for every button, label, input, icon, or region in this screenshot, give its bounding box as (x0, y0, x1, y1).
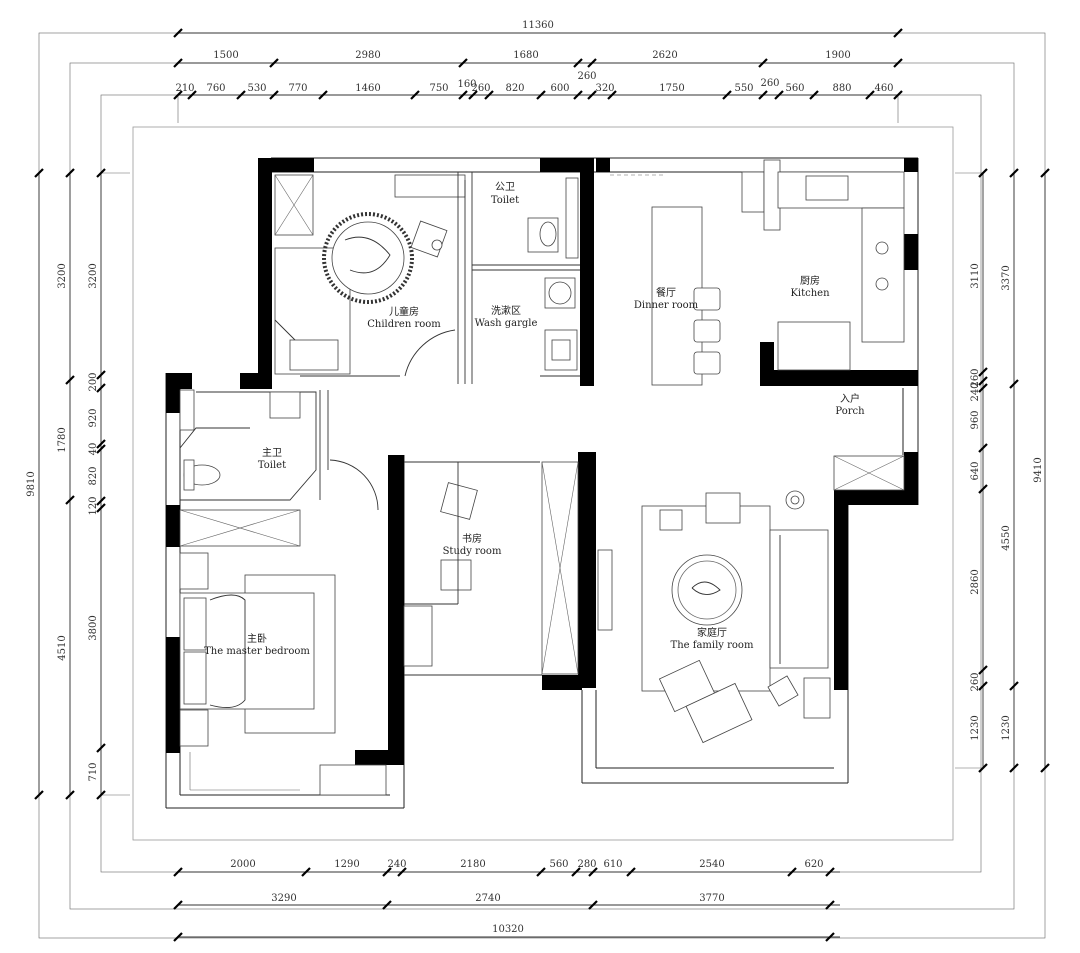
label-wash-cn: 洗漱区 (491, 305, 521, 317)
public-toilet (471, 172, 580, 384)
left-dimensions: 9810 3200 1780 4510 3200 200 920 40 820 … (26, 168, 130, 800)
master-toilet (179, 389, 329, 501)
dim-right-overall: 9410 (1033, 457, 1044, 482)
dim-bottom-1-2: 1290 (334, 859, 359, 870)
bottom-dimensions: 2000 1290 240 2180 560 280 610 2540 620 … (173, 859, 840, 942)
dim-left-outer-2: 1780 (57, 427, 68, 452)
dim-top-4-4: 770 (288, 83, 307, 94)
dim-right-outer-1: 3370 (1001, 265, 1012, 290)
dim-left-inner-7: 3800 (88, 615, 99, 640)
label-family-en: The family room (671, 640, 754, 651)
right-dimensions: 9410 3370 4550 1230 3110 260 240 960 640… (955, 168, 1050, 773)
dim-right-inner-8: 1230 (970, 715, 981, 740)
dim-top-2-5: 1900 (825, 50, 850, 61)
label-toilet1-cn: 公卫 (495, 182, 515, 193)
dim-top-4-8: 260 (471, 83, 490, 94)
label-study-en: Study room (443, 546, 502, 557)
dim-left-inner-5: 820 (88, 466, 99, 485)
dim-right-outer-2: 4550 (1001, 525, 1012, 550)
top-dimensions: 11360 1500 2980 1680 2620 1900 260 (173, 20, 903, 123)
thick-walls (166, 158, 918, 765)
label-toilet2-cn: 主卫 (262, 447, 282, 459)
dim-right-inner-4: 960 (970, 410, 981, 429)
dim-top-overall: 11360 (522, 20, 554, 31)
label-family-cn: 家庭厅 (697, 626, 727, 639)
dim-top-4-12: 1750 (659, 83, 684, 94)
label-kitchen-cn: 厨房 (800, 274, 820, 287)
label-porch-cn: 入户 (840, 392, 860, 405)
dim-left-outer-3: 4510 (57, 635, 68, 660)
dim-bottom-1-8: 2540 (699, 859, 724, 870)
dim-top-4-5: 1460 (355, 83, 380, 94)
label-master-cn: 主卧 (247, 632, 267, 645)
dim-top-4-15: 560 (785, 83, 804, 94)
dim-left-inner-1: 3200 (88, 263, 99, 288)
children-room (274, 172, 466, 384)
dim-right-inner-1: 3110 (970, 263, 981, 288)
dim-top-4-9: 820 (505, 83, 524, 94)
dim-top-2-1: 1500 (213, 50, 238, 61)
dim-top-4-13: 550 (734, 83, 753, 94)
dim-left-outer-1: 3200 (57, 263, 68, 288)
dim-bottom-1-4: 2180 (460, 859, 485, 870)
dim-bottom-1-3: 240 (387, 859, 406, 870)
dim-left-inner-6: 120 (88, 496, 99, 515)
dim-top-2-3: 1680 (513, 50, 538, 61)
dim-top-4-6: 750 (429, 83, 448, 94)
dim-right-inner-6: 2860 (970, 569, 981, 594)
dim-right-outer-3: 1230 (1001, 715, 1012, 740)
dim-right-inner-5: 640 (970, 461, 981, 480)
dim-top-4-16: 880 (832, 83, 851, 94)
dim-bottom-1-6: 280 (577, 859, 596, 870)
family-room (597, 455, 905, 744)
dim-top-4-17: 460 (874, 83, 893, 94)
dim-left-inner-3: 920 (88, 408, 99, 427)
dim-left-overall: 9810 (26, 471, 37, 496)
dim-top-2-4: 2620 (652, 50, 677, 61)
label-toilet1-en: Toilet (491, 195, 519, 206)
dim-left-inner-4: 40 (88, 443, 99, 456)
dim-bottom-overall: 10320 (492, 924, 524, 935)
room-labels: 儿童房 Children room 公卫 Toilet 洗漱区 Wash gar… (204, 182, 865, 657)
master-bedroom (179, 459, 387, 796)
label-dining-en: Dinner room (634, 300, 699, 311)
label-dining-cn: 餐厅 (656, 286, 676, 299)
dim-bottom-1-7: 610 (603, 859, 622, 870)
dining-kitchen (610, 159, 905, 386)
label-porch-en: Porch (835, 406, 865, 417)
dim-bottom-1-9: 620 (804, 859, 823, 870)
dim-right-inner-7: 260 (970, 672, 981, 691)
dim-top-3-1: 260 (577, 71, 596, 82)
dim-top-4-7: 160 (457, 79, 476, 90)
dim-top-4-2: 760 (206, 83, 225, 94)
dim-bottom-2-1: 3290 (271, 893, 296, 904)
dim-right-inner-3: 240 (970, 382, 981, 401)
dim-top-4-10: 600 (550, 83, 569, 94)
label-kitchen-en: Kitchen (790, 288, 830, 299)
dim-top-2-2: 2980 (355, 50, 380, 61)
label-master-en: The master bedroom (204, 646, 310, 657)
dim-top-4-14: 260 (760, 78, 779, 89)
dim-left-inner-8: 710 (88, 762, 99, 781)
dim-bottom-1-5: 560 (549, 859, 568, 870)
label-wash-en: Wash gargle (475, 318, 538, 329)
study-room (403, 461, 579, 676)
dim-top-4-3: 530 (247, 83, 266, 94)
label-toilet2-en: Toilet (258, 460, 286, 471)
dim-left-inner-2: 200 (88, 372, 99, 391)
dim-bottom-2-3: 3770 (699, 893, 724, 904)
label-children-cn: 儿童房 (389, 305, 419, 318)
label-study-cn: 书房 (462, 532, 482, 545)
dim-bottom-2-2: 2740 (475, 893, 500, 904)
dim-bottom-1-1: 2000 (230, 859, 255, 870)
dim-right-inner-2: 260 (970, 368, 981, 387)
dim-top-4-1: 210 (175, 83, 194, 94)
label-children-en: Children room (367, 319, 441, 330)
dim-top-4-11: 320 (595, 83, 614, 94)
